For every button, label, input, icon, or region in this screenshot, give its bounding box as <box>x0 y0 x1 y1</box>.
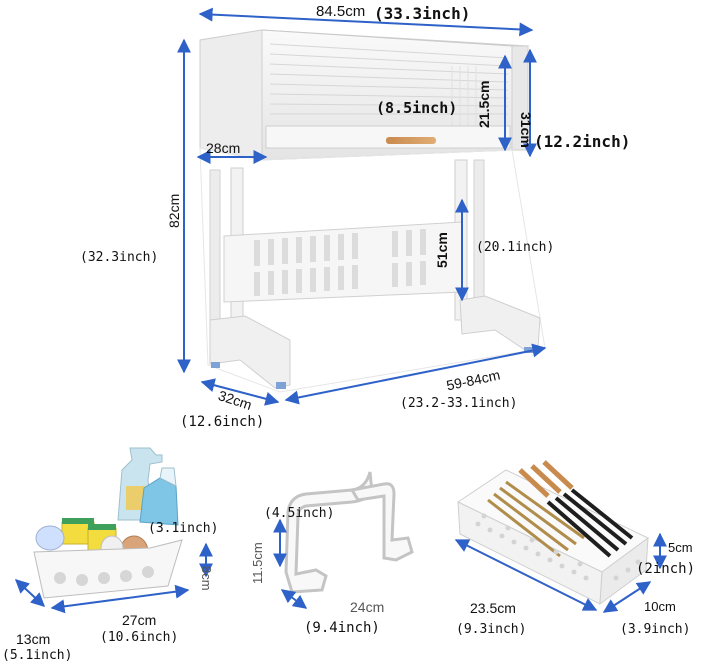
hook-length-cm: 24cm <box>350 599 385 615</box>
caddy-dimension-lines <box>14 542 213 614</box>
caddy-width-inch: (5.1inch) <box>2 648 73 663</box>
hook-width-inch: (4.5inch) <box>264 506 335 521</box>
hook-height-cm: 11.5cm <box>250 542 265 584</box>
shelf-depth-cm: 28cm <box>206 140 241 156</box>
towel-hook <box>284 471 414 594</box>
caddy-length-inch: (10.6inch) <box>100 630 179 645</box>
cabinet-door-bar <box>265 125 511 149</box>
caddy-height-inch: (3.1inch) <box>148 521 219 536</box>
sink-caddy <box>33 447 183 599</box>
tray-height-inch: (2inch) <box>636 561 696 577</box>
hook-dimension-lines <box>273 518 308 609</box>
tray-dimension-lines <box>454 532 667 613</box>
caddy-length-cm: 27cm <box>122 612 157 628</box>
cabinet-height-cm: 21.5cm <box>476 80 492 128</box>
right-leg-back <box>473 159 485 301</box>
rack-depth-inch: (12.6inch) <box>180 414 265 430</box>
right-foot <box>459 295 541 351</box>
cutlery-tray <box>456 460 649 606</box>
caddy-height-cm: 8cm <box>199 566 214 591</box>
caddy-width-cm: 13cm <box>16 631 51 647</box>
rack-dimension-lines <box>177 7 547 406</box>
hook-length-inch: (9.4inch) <box>304 620 380 636</box>
total-height-inch: (32.3inch) <box>80 250 159 265</box>
tray-width-inch: (3.9inch) <box>620 622 691 637</box>
clearance-cm: 51cm <box>434 232 450 268</box>
tray-height-cm: 5cm <box>668 540 693 555</box>
rack-width-cm: 84.5cm <box>316 3 366 20</box>
tray-length-inch: (9.3inch) <box>456 622 527 637</box>
top-height-cm: 31cm <box>518 112 534 148</box>
tray-length-cm: 23.5cm <box>470 600 516 616</box>
cabinet-height-inch: (8.5inch) <box>376 99 458 117</box>
tray-width-cm: 10cm <box>644 599 676 614</box>
left-foot <box>209 315 291 389</box>
rack-width-inch: (33.3inch) <box>374 4 471 23</box>
dish-rack <box>199 29 546 393</box>
wooden-handle <box>386 137 436 144</box>
top-height-inch: (12.2inch) <box>534 132 631 151</box>
total-height-cm: 82cm <box>166 193 182 228</box>
rack-span-inch: (23.2-33.1inch) <box>400 396 518 411</box>
clearance-inch: (20.1inch) <box>476 240 555 255</box>
